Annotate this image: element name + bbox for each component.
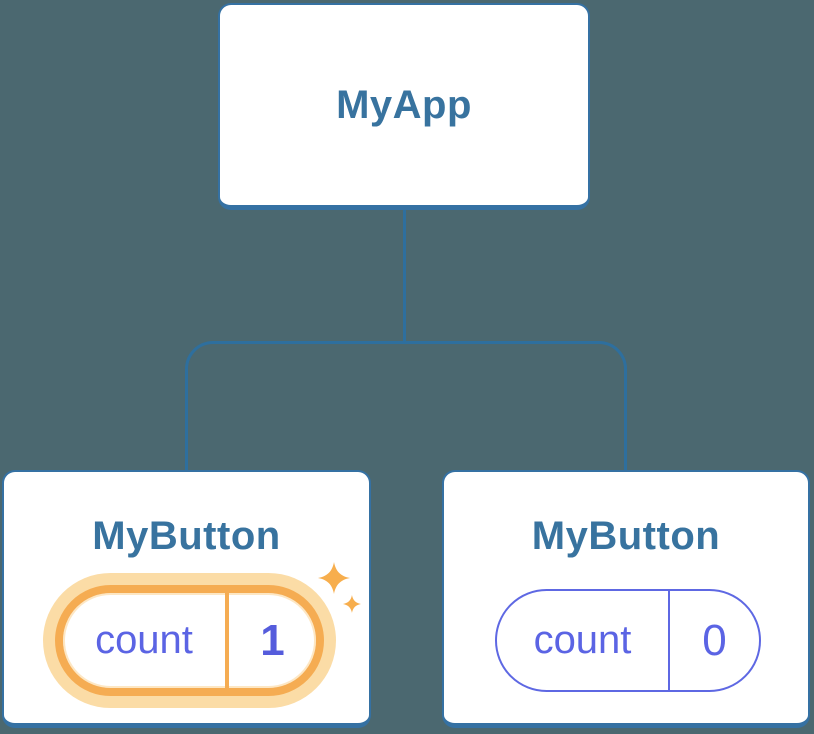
state-name-cell: count: [63, 593, 229, 688]
state-value: 0: [702, 615, 727, 665]
state-name: count: [95, 618, 193, 662]
component-node-mybutton-1: MyButton count 1: [2, 470, 371, 728]
component-label: MyButton: [92, 514, 281, 558]
state-value-cell: 0: [670, 591, 759, 690]
state-value-cell: 1: [229, 593, 316, 688]
component-node-mybutton-2: MyButton count 0: [442, 470, 810, 728]
sparkles-icon: [318, 562, 361, 613]
tree-connector-bracket: [185, 341, 627, 470]
state-pill-highlighted: count 1: [55, 585, 324, 696]
state-value: 1: [260, 615, 285, 665]
state-name-cell: count: [497, 591, 670, 690]
component-label: MyButton: [531, 514, 721, 558]
state-name: count: [533, 618, 632, 662]
state-pill-default: count 0: [495, 589, 761, 692]
tree-connector-stem: [403, 208, 406, 344]
component-label: MyApp: [336, 82, 472, 127]
component-node-myapp: MyApp: [218, 3, 590, 210]
